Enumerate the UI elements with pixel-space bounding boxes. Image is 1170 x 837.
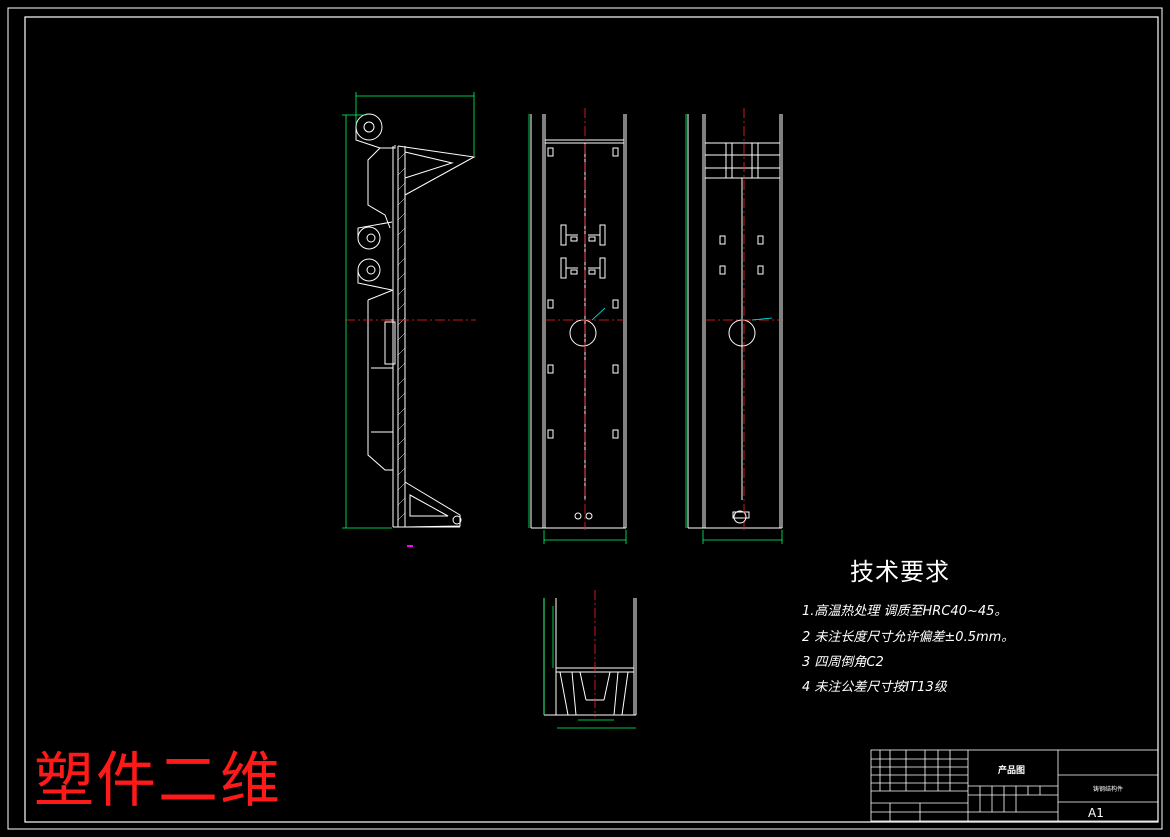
tech-requirement-1: 1.高温热处理 调质至HRC40~45。	[802, 604, 1008, 619]
rear-view-dimensions	[685, 114, 783, 544]
outer-frame	[7, 7, 1163, 830]
side-view-hatch	[397, 152, 406, 521]
tech-requirements-title: 技术要求	[850, 558, 950, 586]
watermark-text: 塑件二维	[34, 746, 282, 816]
title-block	[870, 749, 1159, 822]
rear-view	[687, 114, 783, 529]
title-block-sheet-size: A1	[1088, 806, 1104, 820]
front-view-dimensions	[528, 114, 627, 544]
magenta-marker	[407, 545, 413, 547]
tech-requirement-2: 2 未注长度尺寸允许偏差±0.5mm。	[802, 630, 1015, 645]
inner-frame	[24, 16, 1159, 823]
title-block-drawing-name: 铸钢结构件	[1093, 786, 1124, 793]
bottom-view-dimensions	[543, 598, 636, 729]
front-view	[530, 114, 627, 529]
tech-requirement-3: 3 四周倒角C2	[802, 655, 884, 670]
title-block-product-label: 产品图	[998, 766, 1026, 776]
side-view-dimensions	[342, 92, 475, 529]
front-view-leader	[591, 307, 606, 321]
rear-view-leader	[751, 317, 773, 321]
side-view	[355, 113, 476, 528]
bottom-view	[543, 598, 637, 716]
tech-requirement-4: 4 未注公差尺寸按IT13级	[802, 680, 947, 695]
